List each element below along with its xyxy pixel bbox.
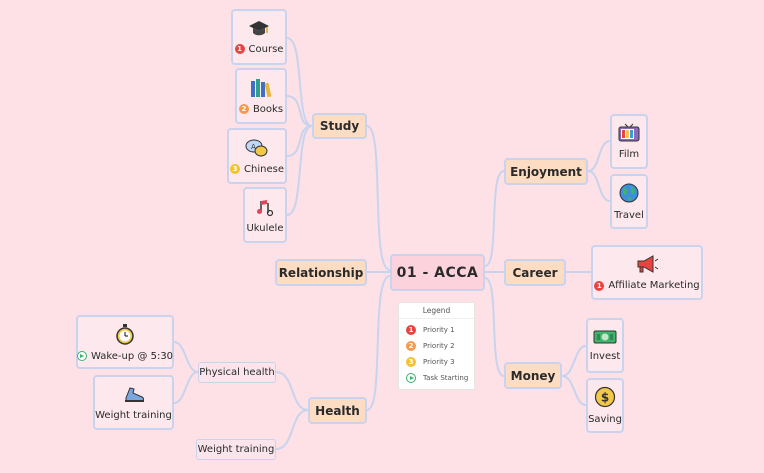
legend-item-label: Priority 2 xyxy=(423,342,455,350)
legend-panel: Legend 1 Priority 1 2 Priority 2 3 Prior… xyxy=(398,302,475,390)
topic-ukulele[interactable]: Ukulele xyxy=(243,187,287,243)
topic-weight-training-card[interactable]: Weight training xyxy=(93,375,174,430)
topic-physical-health[interactable]: Physical health xyxy=(198,362,276,383)
branch-career-label: Career xyxy=(512,265,558,280)
legend-item: 2 Priority 2 xyxy=(399,338,474,354)
topic-weight-training-card-label: Weight training xyxy=(95,410,172,421)
task-start-icon xyxy=(406,373,416,383)
dollar-coin-icon: $ xyxy=(594,386,616,408)
topic-weight-training-label: Weight training xyxy=(197,444,275,455)
topic-invest[interactable]: Invest xyxy=(586,318,624,373)
topic-ukulele-label: Ukulele xyxy=(246,222,284,234)
topic-film[interactable]: Film xyxy=(610,114,648,169)
legend-item-label: Priority 1 xyxy=(423,326,455,334)
branch-relationship-label: Relationship xyxy=(278,265,364,280)
topic-weight-training[interactable]: Weight training xyxy=(196,439,276,460)
legend-item-label: Task Starting xyxy=(423,374,469,382)
topic-saving[interactable]: $ Saving xyxy=(586,378,624,433)
topic-wakeup[interactable]: Wake-up @ 5:30 xyxy=(76,315,174,369)
branch-money-label: Money xyxy=(510,368,556,383)
branch-relationship[interactable]: Relationship xyxy=(275,259,367,286)
topic-wakeup-label: Wake-up @ 5:30 xyxy=(90,350,174,362)
priority-1-icon: 1 xyxy=(406,325,416,335)
topic-invest-label: Invest xyxy=(589,351,621,362)
svg-text:$: $ xyxy=(601,391,609,405)
priority-2-icon: 2 xyxy=(406,341,416,351)
books-icon xyxy=(251,78,272,97)
priority-badge: 1 xyxy=(234,44,245,54)
legend-item: 3 Priority 3 xyxy=(399,354,474,370)
branch-health-label: Health xyxy=(315,403,360,418)
topic-travel[interactable]: Travel xyxy=(610,174,648,229)
music-note-icon xyxy=(257,199,274,216)
branch-study[interactable]: Study xyxy=(312,113,367,139)
topic-books-label: Books xyxy=(252,103,284,115)
priority-3-icon: 3 xyxy=(406,357,416,367)
legend-item: Task Starting xyxy=(399,370,474,386)
central-topic-label: 01 - ACCA xyxy=(396,264,479,281)
priority-badge: 2 xyxy=(238,104,249,114)
running-shoe-icon xyxy=(124,387,144,402)
topic-film-label: Film xyxy=(618,149,640,160)
branch-career[interactable]: Career xyxy=(504,259,566,286)
branch-enjoyment-label: Enjoyment xyxy=(510,164,582,179)
topic-affiliate-marketing-label: Affiliate Marketing xyxy=(608,280,700,291)
topic-saving-label: Saving xyxy=(588,414,622,425)
priority-badge: 1 xyxy=(594,280,605,291)
priority-badge: 3 xyxy=(230,164,241,174)
globe-icon xyxy=(619,183,639,203)
speech-bubbles-icon: A xyxy=(245,139,268,156)
legend-item: 1 Priority 1 xyxy=(399,322,474,338)
task-start-marker-icon xyxy=(76,351,87,361)
stopwatch-icon xyxy=(116,323,134,345)
topic-travel-label: Travel xyxy=(614,210,644,221)
central-topic[interactable]: 01 - ACCA xyxy=(390,254,485,291)
tv-icon xyxy=(618,123,640,142)
megaphone-icon xyxy=(637,255,659,273)
cash-icon xyxy=(593,330,617,344)
legend-title: Legend xyxy=(399,303,474,319)
branch-money[interactable]: Money xyxy=(504,362,562,389)
svg-text:A: A xyxy=(251,143,256,151)
branch-enjoyment[interactable]: Enjoyment xyxy=(504,158,588,185)
topic-chinese-label: Chinese xyxy=(244,163,284,175)
branch-study-label: Study xyxy=(319,119,360,133)
legend-item-label: Priority 3 xyxy=(423,358,455,366)
graduation-cap-icon xyxy=(249,20,269,35)
branch-health[interactable]: Health xyxy=(308,397,367,424)
topic-course-label: Course xyxy=(248,43,284,55)
topic-physical-health-label: Physical health xyxy=(199,367,275,378)
